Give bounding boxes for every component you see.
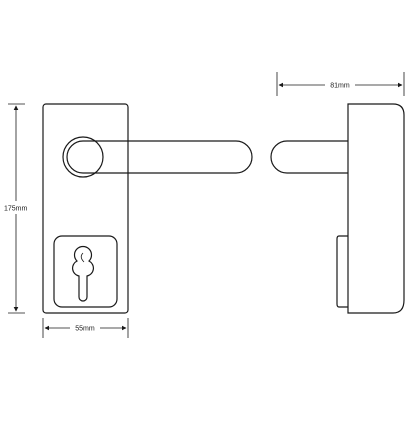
side-lever-handle [270,140,348,174]
front-view [42,103,253,314]
front-backplate [42,103,129,314]
width-dimension: 55mm [42,318,129,338]
height-label: 175mm [4,206,28,213]
side-cylinder-projection [336,235,348,308]
key-slot-mark [80,252,85,263]
front-lever-handle [66,140,253,174]
height-dimension: 175mm [4,103,34,314]
depth-label: 81mm [330,83,350,90]
front-cylinder-housing [53,235,118,308]
side-body [347,103,405,314]
side-view [270,103,405,314]
width-label: 55mm [75,326,95,333]
front-handle-rose [62,136,104,178]
depth-dimension: 81mm [276,72,405,96]
front-keyhole [71,245,95,302]
